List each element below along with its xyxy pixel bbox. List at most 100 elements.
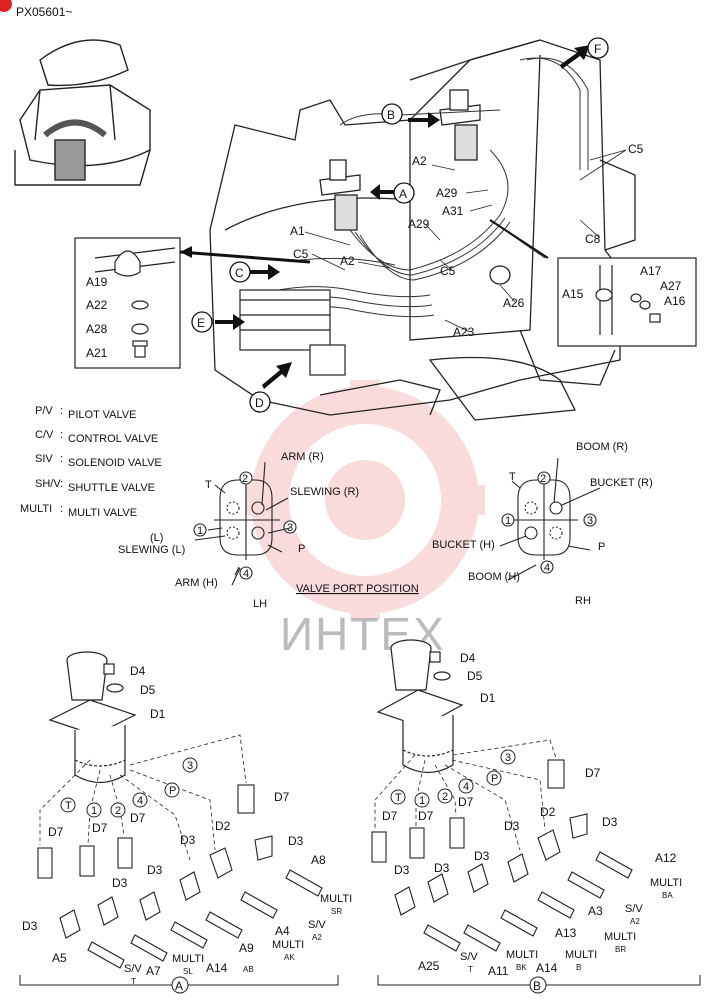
view-a-t: T	[131, 977, 136, 986]
label-c5-left: C5	[293, 247, 309, 261]
view-a-port-1-circle	[86, 802, 102, 818]
view-b-sv-t: S/V	[460, 951, 478, 963]
view-f-letter: F	[594, 42, 601, 56]
label-a19: A19	[86, 275, 108, 289]
view-b-d3-2: D3	[504, 819, 520, 833]
label-a28: A28	[86, 322, 108, 336]
view-b-d4: D4	[460, 651, 476, 665]
watermark-gear	[245, 380, 485, 620]
label-a29-top: A29	[436, 186, 458, 200]
view-a-port-4: 4	[137, 795, 143, 807]
label-a15: A15	[562, 287, 584, 301]
port-diagram-rh	[499, 457, 601, 581]
view-b-letter: B	[387, 108, 395, 122]
legend-desc-3: SHUTTLE VALVE	[68, 482, 155, 494]
view-a-port-t-circle	[60, 797, 76, 813]
view-b-bk: BK	[516, 963, 527, 972]
view-a-d3-1: D3	[288, 834, 304, 848]
view-a-circle	[393, 182, 415, 204]
view-f-circle	[587, 37, 609, 59]
view-b-port-3: 3	[505, 752, 511, 764]
view-a-d3-4: D3	[112, 876, 128, 890]
legend-colon-0: :	[60, 405, 63, 417]
label-a22: A22	[86, 298, 108, 312]
lh-n2: 2	[242, 473, 248, 485]
view-b-port-t: T	[395, 792, 402, 804]
view-a-port-1: 1	[91, 805, 97, 817]
view-a-a8: A8	[311, 853, 326, 867]
view-a-d7-3: D7	[130, 811, 146, 825]
view-a-sv-t: S/V	[124, 963, 142, 975]
view-b-caption: B	[533, 979, 541, 993]
lh-n3: 3	[287, 522, 293, 534]
view-a-parts	[37, 784, 323, 969]
view-b-a11: A11	[488, 964, 509, 978]
label-a26: A26	[503, 296, 525, 310]
view-a-a9: A9	[239, 941, 254, 955]
view-b-d2: D2	[540, 805, 556, 819]
rh-boom-r: BOOM (R)	[576, 441, 628, 453]
view-a-a5: A5	[52, 951, 67, 965]
view-b-d7-3: D7	[458, 795, 474, 809]
valve-port-title: VALVE PORT POSITION	[296, 583, 419, 595]
legend-abbr-1: C/V	[35, 429, 54, 441]
view-b-port-4: 4	[463, 781, 469, 793]
view-b-multi-b: MULTI	[565, 949, 597, 961]
view-b-port-t-circle	[390, 789, 406, 805]
lh-caption: LH	[253, 598, 267, 610]
view-a-a7: A7	[146, 964, 161, 978]
view-a-d3-3: D3	[147, 863, 163, 877]
view-a-ak: AK	[284, 953, 295, 962]
label-a21: A21	[86, 346, 108, 360]
label-a2-mid: A2	[340, 254, 355, 268]
view-a-sv-a2: S/V	[308, 919, 326, 931]
view-b-d3-4: D3	[434, 861, 450, 875]
legend-colon-3: :	[60, 478, 63, 490]
view-d-letter: D	[255, 396, 264, 410]
view-b-d7-1: D7	[382, 809, 398, 823]
view-e-letter: E	[197, 316, 205, 330]
lh-n1: 1	[197, 525, 203, 537]
legend-colon-4: :	[60, 503, 63, 515]
label-a16: A16	[664, 294, 686, 308]
view-b-d3-1: D3	[602, 815, 618, 829]
legend-colon-1: :	[60, 429, 63, 441]
view-a-letter: A	[399, 187, 407, 201]
hose-bundle	[239, 57, 589, 321]
view-b-br: BR	[615, 945, 626, 954]
view-b-leaders	[374, 739, 557, 851]
view-a-d3-2: D3	[180, 833, 196, 847]
view-a-d4: D4	[130, 664, 146, 678]
inset-a19-arrowhead	[180, 246, 192, 258]
lh-arm-h: ARM (H)	[175, 577, 218, 589]
lh-l: (L)	[150, 532, 163, 544]
lh-arm-r: ARM (R)	[281, 451, 324, 463]
legend-abbr-2: SIV	[35, 453, 53, 465]
pilot-valve-a	[319, 159, 361, 231]
view-b-a12: A12	[655, 851, 677, 865]
view-c-letter: C	[235, 266, 244, 280]
inset-a19-arrow	[179, 250, 311, 264]
legend-desc-0: PILOT VALVE	[68, 409, 136, 421]
label-a2: A2	[412, 154, 427, 168]
view-b-port-2: 2	[442, 791, 448, 803]
inset-a15-box	[557, 257, 697, 347]
view-a-port-2: 2	[115, 805, 121, 817]
view-b-a2: A2	[630, 917, 640, 926]
view-e-circle	[191, 311, 213, 333]
view-b-port-p-circle	[486, 770, 502, 786]
rh-n4: 4	[544, 562, 550, 574]
view-a-pilot-valve	[48, 651, 137, 784]
view-a-sr: SR	[331, 907, 342, 916]
view-a-d7-right: D7	[274, 790, 290, 804]
view-a-d5: D5	[140, 683, 156, 697]
view-a-port-4-circle	[132, 792, 148, 808]
view-a-caption: A	[175, 979, 183, 993]
legend-desc-2: SOLENOID VALVE	[68, 457, 162, 469]
view-b-d3-5: D3	[394, 863, 410, 877]
view-a-d7-1: D7	[48, 825, 64, 839]
lh-slewing-r: SLEWING (R)	[290, 486, 359, 498]
view-b-port-1: 1	[419, 795, 425, 807]
view-b-multi-br: MULTI	[604, 931, 636, 943]
